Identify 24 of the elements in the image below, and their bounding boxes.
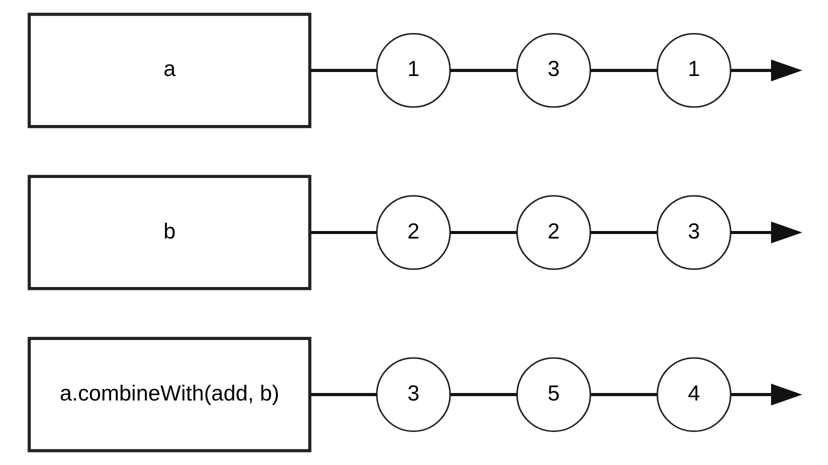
node-circle: 3 bbox=[516, 33, 592, 108]
connector bbox=[590, 68, 658, 72]
node-circle: 1 bbox=[656, 33, 732, 108]
connector bbox=[310, 68, 377, 72]
node-circle: 2 bbox=[376, 195, 451, 270]
node-circle: 4 bbox=[656, 357, 732, 432]
connector bbox=[450, 68, 517, 72]
node-circle: 5 bbox=[516, 357, 592, 432]
connector bbox=[450, 230, 517, 234]
arrow bbox=[730, 222, 802, 244]
node-circle: 1 bbox=[376, 33, 451, 108]
node-circle: 3 bbox=[656, 195, 732, 270]
node-circle: 3 bbox=[376, 357, 451, 432]
node-box: b bbox=[28, 174, 312, 290]
arrow bbox=[730, 384, 802, 406]
connector bbox=[590, 230, 658, 234]
connector bbox=[310, 393, 377, 396]
node-box: a bbox=[28, 12, 312, 128]
arrow bbox=[730, 59, 802, 82]
connector bbox=[590, 393, 658, 396]
connector bbox=[310, 230, 377, 234]
connector bbox=[450, 393, 517, 396]
node-box: a.combineWith(add, b) bbox=[28, 336, 312, 452]
node-circle: 2 bbox=[516, 195, 592, 270]
